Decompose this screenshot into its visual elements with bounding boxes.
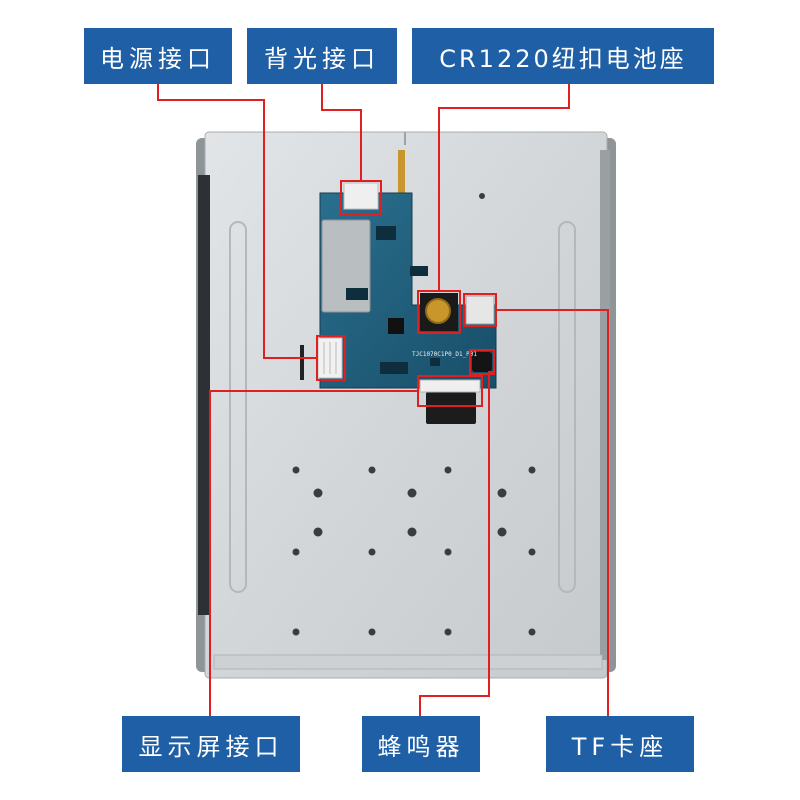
display-ribbon-cable bbox=[426, 392, 476, 424]
mounting-holes bbox=[292, 193, 536, 636]
callouts bbox=[157, 84, 609, 716]
label-power-interface: 电源接口 bbox=[84, 28, 232, 84]
label-backlight-interface: 背光接口 bbox=[247, 28, 397, 84]
control-board: TJC1070C1P0_D1_P01 bbox=[300, 182, 497, 393]
label-display-interface: 显示屏接口 bbox=[122, 716, 300, 772]
board-marking: TJC1070C1P0_D1_P01 bbox=[412, 351, 477, 358]
label-tf-card-slot: TF卡座 bbox=[546, 716, 694, 772]
display-back-housing bbox=[196, 131, 616, 679]
label-cr1220-battery-holder: CR1220纽扣电池座 bbox=[412, 28, 714, 84]
flex-cable-strip bbox=[398, 150, 405, 208]
label-buzzer: 蜂鸣器 bbox=[362, 716, 480, 772]
